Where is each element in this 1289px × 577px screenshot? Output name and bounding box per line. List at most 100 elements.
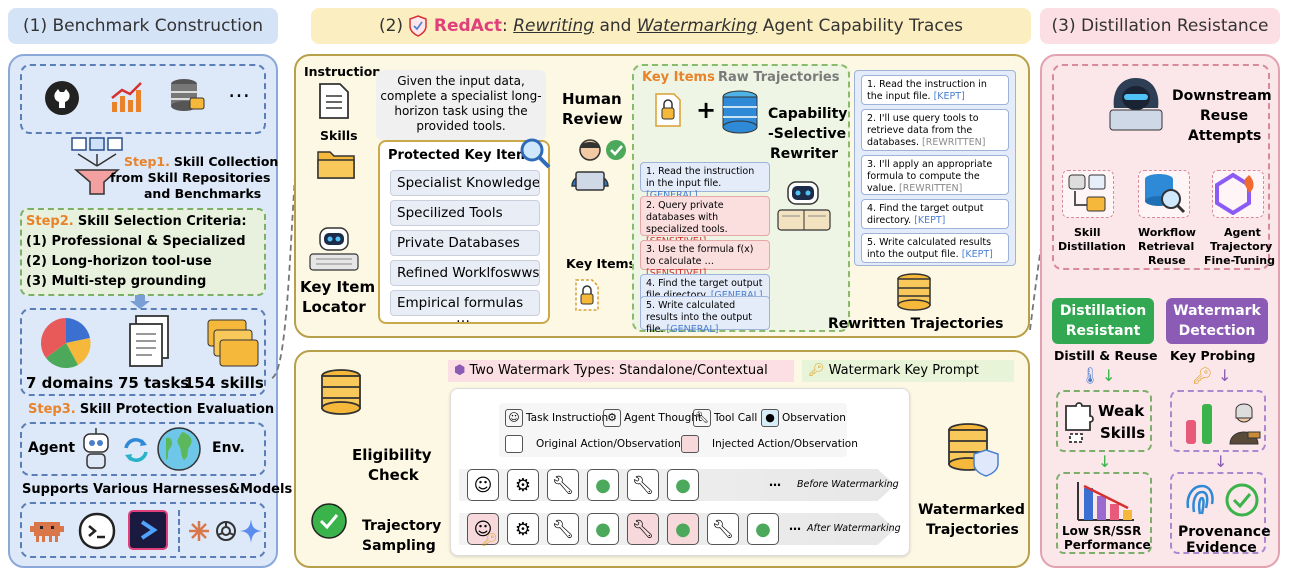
weak-skills-label-1: Weak [1098,402,1145,420]
attack-fine-tuning-icon [1212,170,1264,218]
watermarked-label-2: Trajectories [926,522,1019,538]
robot-icon [78,428,114,472]
low-sr-label-2: Performance [1064,538,1151,552]
after-observation-icon: ● [587,513,619,545]
before-watermarking-label: Before Watermarking [797,479,899,490]
before-thought-icon: ⚙ [507,469,539,501]
key-items-lock-icon [572,278,602,312]
rewriting-panel: Instruction Given the input data, comple… [294,54,1030,338]
reviewer-person-icon [566,136,630,196]
rewritten-step-1: 1. Read the instruction in the input fil… [861,75,1009,105]
locator-robot-icon [306,224,362,274]
more-sources-ellipsis: … [228,78,250,103]
instruction-document-icon [318,82,350,120]
rewriter-label-2: -Selective [768,126,847,142]
provenance-label-2: Evidence [1186,540,1257,556]
before-ellipsis: … [769,475,781,489]
after-watermarking-label: After Watermarking [807,523,901,534]
watermark-key-tag: 🔑︎ Watermark Key Prompt [802,360,1014,382]
before-observation-icon: ● [587,469,619,501]
watermark-types-tag: ⬢ Two Watermark Types: Standalone/Contex… [448,360,794,382]
pie-chart-icon [38,316,94,370]
eligibility-database-icon [318,368,364,416]
low-sr-label-1: Low SR/SSR [1062,524,1142,538]
raw-key-items-header: Key Items [642,70,715,85]
human-review-label-2: Review [562,110,623,128]
legend-observation: ●Observation [761,409,846,427]
terminal-icon [78,512,116,550]
claude-code-icon [30,516,64,546]
legend-tool-call: 🔧︎Tool Call [693,409,757,427]
rewriter-label-1: Capability [768,106,848,122]
folders-icon [204,316,260,368]
distillation-resistant-box: Distillation Resistant [1052,298,1154,344]
step1-label: Step1. Skill Collection [124,154,279,169]
criterion-3: (3) Multi-step grounding [26,274,207,289]
env-label: Env. [212,440,245,456]
trajectory-canvas: ☺Task Instruction ⚙Agent Thought 🔧︎Tool … [450,388,910,556]
legend-injected: Injected Action/Observation [681,435,858,453]
key-item-empirical-formulas: Empirical formulas [390,290,540,316]
key-probing-label: Key Probing [1170,348,1256,363]
person-icon: ☺ [505,409,523,427]
step3-label: Step3. Skill Protection Evaluation [28,402,275,417]
watermarking-panel: Eligibility Check Trajectory Sampling ⬢ … [294,350,1030,568]
legend-task-instruction: ☺Task Instruction [505,409,608,427]
harness-text: Supports Various Harnesses&Models [22,482,293,497]
stat-domains: 7 domains [26,374,114,392]
watermark-shield-icon: ⬢ [454,363,466,378]
raw-step-1: 1. Read the instruction in the input fil… [640,162,770,201]
stat-tasks: 75 tasks [118,374,190,392]
rewritten-trajectories-label: Rewritten Trajectories [828,316,1004,332]
before-tool-icon: 🔧︎ [547,469,579,501]
after-tool-icon-2: 🔧︎ [707,513,739,545]
openai-model-icon [214,519,238,543]
attack-workflow-retrieval-icon [1138,170,1190,218]
magnifier-icon [518,136,552,170]
agent-label: Agent [28,440,76,456]
downstream-label-1: Downstream [1172,88,1272,104]
thermometer-icon: 🌡︎ [1080,366,1101,385]
evaluation-box: Agent Env. [20,422,266,476]
after-thought-icon: ⚙ [507,513,539,545]
green-arrow-2-icon: ↓ [1098,452,1112,471]
skills-folder-icon [316,146,356,182]
stat-skills: 154 skills [184,374,264,392]
plus-icon: + [696,96,717,124]
robot-legend-icon: ⚙ [603,409,621,427]
watermarked-label-1: Watermarked [918,502,1025,518]
after-injected-tool-icon: 🔧︎ [627,513,659,545]
criterion-2: (2) Long-horizon tool-use [26,254,212,269]
benchmark-construction-panel: … Step1. Skill Collection from Skill Rep… [8,54,292,568]
puzzle-icon [1062,400,1102,444]
globe-legend-icon: ● [761,409,779,427]
rewritten-database-icon [894,272,934,312]
harness-divider [178,510,180,552]
header-benchmark-construction: (1) Benchmark Construction [8,8,278,44]
attack-3-label-1: Agent [1224,226,1261,239]
original-swatch-icon [505,435,523,453]
key-item-refined-workflows: Refined Worklfoswws [390,260,540,286]
fingerprint-icon [1180,480,1220,520]
down-arrow-icon [130,294,150,309]
attack-1-label-2: Distillation [1058,240,1126,253]
stats-box: 7 domains 75 tasks 154 skills [20,308,266,396]
rewriter-label-3: Rewriter [770,146,839,162]
gemini-model-icon [240,519,262,543]
sampling-label-2: Sampling [362,538,436,554]
downstream-label-3: Attempts [1188,128,1262,144]
step2-title: Step2. Skill Selection Criteria: [26,214,247,229]
raw-step-5: 5. Write calculated results into the out… [640,296,770,335]
distillation-resistance-panel: Downstream Reuse Attempts Skill Distilla… [1040,54,1280,568]
watermarked-database-icon [946,422,1000,478]
attack-skill-distillation-icon [1062,170,1114,218]
after-observation-icon-2: ● [747,513,779,545]
rewritten-steps-box: 1. Read the instruction in the input fil… [854,70,1016,266]
raw-trajectories-header: Raw Trajectories [718,70,840,85]
key-item-specialist-knowledge: Specialist Knowledge [390,170,540,196]
cursor-ide-icon [128,510,168,550]
locator-label-2: Locator [302,298,366,316]
protected-more-ellipsis: … [456,310,470,326]
key-icon: 🔑︎ [808,363,825,378]
after-injected-observation-icon: ● [667,513,699,545]
